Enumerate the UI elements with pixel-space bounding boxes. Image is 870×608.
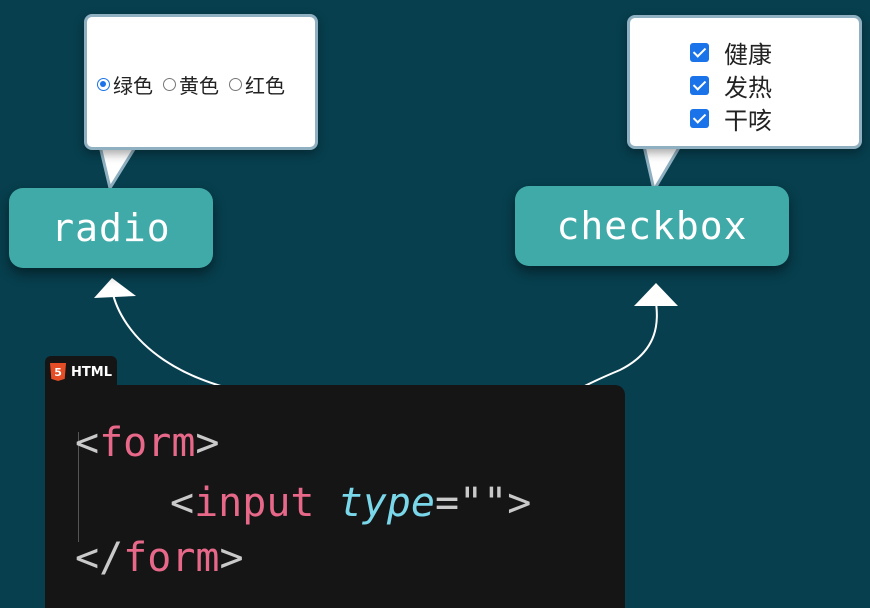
checkbox-preview-bubble: 健康 发热 干咳 — [627, 15, 862, 149]
radio-label: 绿色 — [113, 74, 153, 98]
punct: > — [195, 420, 220, 466]
checkbox-group: 健康 发热 干咳 — [690, 36, 772, 135]
code-line-form-close: </form> — [75, 535, 244, 581]
tag-name: form — [123, 535, 220, 581]
radio-option-red[interactable]: 红色 — [229, 70, 285, 99]
checkbox-type-label: checkbox — [515, 186, 789, 266]
attribute-name: type — [338, 480, 435, 526]
html-language-tab: 5 HTML — [45, 356, 117, 388]
checkbox-checked[interactable] — [690, 109, 709, 128]
attribute-value: ="" — [434, 480, 508, 526]
punct: </ — [75, 535, 124, 581]
tag-name: input — [194, 480, 315, 526]
html5-icon: 5 — [50, 363, 67, 381]
radio-button[interactable] — [229, 78, 242, 91]
radio-label: 红色 — [245, 74, 285, 98]
radio-bubble-tail — [98, 144, 138, 190]
radio-group: 绿色 黄色 红色 — [97, 70, 295, 99]
tab-label: HTML — [71, 364, 112, 380]
code-line-input: <input type=""> — [170, 480, 531, 526]
checkbox-option-fever[interactable]: 发热 — [690, 69, 772, 102]
checkbox-bubble-tail — [642, 144, 682, 192]
checkbox-option-cough[interactable]: 干咳 — [690, 102, 772, 135]
indent-guide — [78, 432, 79, 542]
punct: < — [75, 420, 100, 466]
radio-preview-bubble: 绿色 黄色 红色 — [84, 14, 318, 150]
radio-button-selected[interactable] — [97, 78, 110, 91]
punct: > — [219, 535, 244, 581]
checkbox-checked[interactable] — [690, 76, 709, 95]
space — [315, 480, 339, 526]
code-block — [45, 385, 625, 608]
checkbox-label: 发热 — [724, 74, 772, 102]
checkbox-option-healthy[interactable]: 健康 — [690, 36, 772, 69]
checkbox-checked[interactable] — [690, 43, 709, 62]
code-line-form-open: <form> — [75, 420, 220, 466]
checkbox-label: 健康 — [724, 41, 772, 69]
radio-type-label: radio — [9, 188, 213, 268]
radio-option-green[interactable]: 绿色 — [97, 70, 153, 99]
radio-button[interactable] — [163, 78, 176, 91]
tag-name: form — [99, 420, 196, 466]
arrowhead-radio — [94, 278, 136, 298]
punct: < — [170, 480, 195, 526]
arrowhead-checkbox — [634, 283, 678, 306]
punct: > — [507, 480, 532, 526]
radio-label: 黄色 — [179, 74, 219, 98]
checkbox-label: 干咳 — [724, 107, 772, 135]
radio-option-yellow[interactable]: 黄色 — [163, 70, 219, 99]
